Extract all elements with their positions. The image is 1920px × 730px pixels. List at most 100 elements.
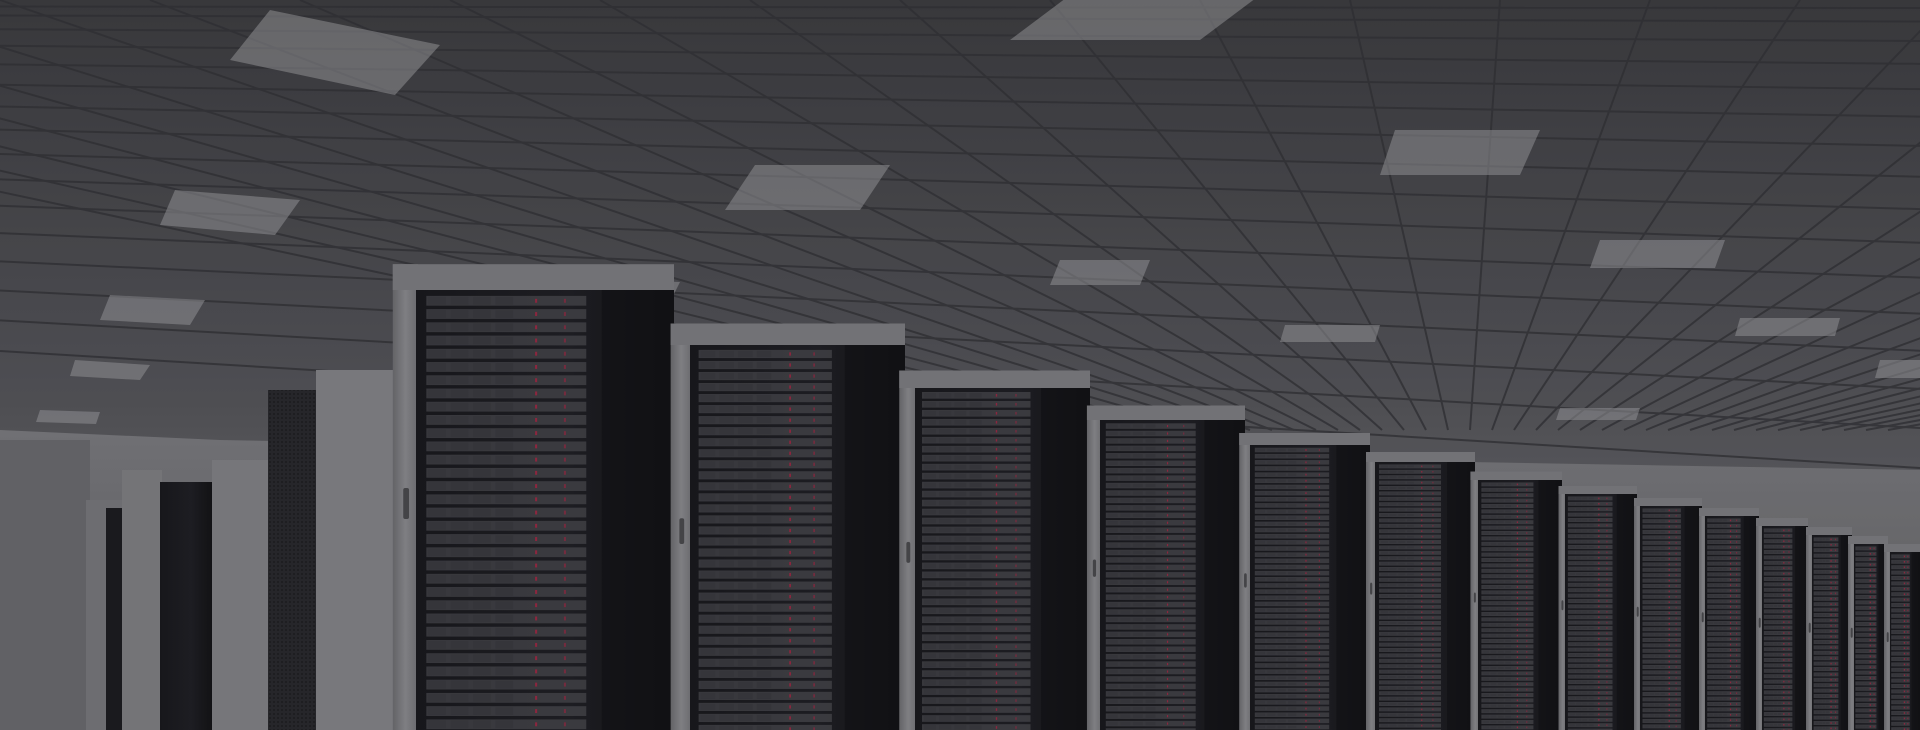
status-led xyxy=(535,563,538,568)
status-led xyxy=(1668,655,1670,657)
drive-bay xyxy=(1773,642,1777,645)
status-led xyxy=(813,561,815,566)
drive-bay xyxy=(1901,604,1904,606)
drive-bay xyxy=(756,450,772,457)
server-unit xyxy=(1891,716,1910,721)
status-led xyxy=(535,338,538,343)
drive-bay xyxy=(1483,586,1490,588)
drive-bay xyxy=(428,296,446,305)
status-led xyxy=(1015,672,1017,675)
drive-bay xyxy=(1490,629,1497,632)
drive-bay xyxy=(1569,508,1575,511)
drive-bay xyxy=(1582,632,1588,635)
status-led xyxy=(995,672,998,675)
drive-bay xyxy=(1765,626,1769,629)
drive-bay xyxy=(1723,686,1727,689)
drive-bay xyxy=(1277,448,1286,452)
drive-bay xyxy=(1490,494,1497,497)
status-led xyxy=(1305,473,1307,476)
server-unit xyxy=(1891,711,1910,715)
status-led xyxy=(813,451,815,455)
drive-bay xyxy=(1277,528,1286,532)
drive-bay xyxy=(1107,714,1118,718)
drive-bay xyxy=(1777,605,1781,607)
drive-bay xyxy=(1277,676,1286,680)
status-led xyxy=(1421,503,1423,505)
drive-bay xyxy=(1120,543,1131,547)
status-led xyxy=(1788,702,1790,704)
drive-bay xyxy=(450,654,469,663)
drive-bay xyxy=(1576,616,1582,619)
status-led xyxy=(1516,699,1518,702)
status-led xyxy=(563,404,566,409)
drive-bay xyxy=(1381,589,1388,592)
drive-bay xyxy=(1895,695,1898,698)
drive-bay xyxy=(756,538,772,545)
drive-bay xyxy=(1490,548,1497,551)
status-led xyxy=(1516,591,1518,594)
drive-bay xyxy=(939,446,952,452)
drive-bay xyxy=(1773,637,1777,640)
status-led xyxy=(995,726,998,729)
drive-bay xyxy=(1145,550,1156,555)
drive-bay xyxy=(473,535,491,543)
status-led xyxy=(1675,644,1677,647)
drive-bay xyxy=(1505,521,1511,524)
status-led xyxy=(1598,530,1600,532)
drive-bay xyxy=(1120,476,1131,480)
drive-bay xyxy=(1588,524,1594,527)
status-led xyxy=(1183,581,1185,584)
status-led xyxy=(1834,657,1837,659)
status-led xyxy=(789,683,791,687)
status-led xyxy=(1526,505,1528,507)
drive-bay xyxy=(1826,619,1829,622)
drive-bay xyxy=(1288,658,1297,661)
drive-bay xyxy=(1826,705,1829,708)
rack-top-cap xyxy=(1884,544,1920,552)
drive-bay xyxy=(1644,612,1649,614)
status-led xyxy=(535,298,538,303)
drive-bay xyxy=(1398,632,1406,635)
drive-bay xyxy=(1288,461,1297,464)
drive-bay xyxy=(1145,662,1156,666)
drive-bay xyxy=(1145,692,1156,696)
status-led xyxy=(995,537,998,541)
status-led xyxy=(1606,697,1608,699)
drive-bay xyxy=(1777,588,1781,591)
drive-bay xyxy=(924,698,936,703)
drive-bay xyxy=(1381,497,1388,500)
status-led xyxy=(1421,676,1423,678)
drive-bay xyxy=(1857,639,1860,642)
drive-bay xyxy=(1655,703,1660,706)
drive-bay xyxy=(1132,483,1143,488)
status-led xyxy=(1735,719,1738,721)
drive-bay xyxy=(1381,584,1388,587)
drive-bay xyxy=(495,296,514,305)
status-led xyxy=(1318,553,1320,556)
status-led xyxy=(1318,658,1320,661)
status-led xyxy=(1166,491,1169,495)
drive-bay xyxy=(1709,676,1713,678)
rack-top-cap xyxy=(1470,471,1562,480)
drive-bay xyxy=(1895,566,1898,569)
drive-bay xyxy=(1389,584,1397,587)
drive-bay xyxy=(1407,703,1414,705)
drive-bay xyxy=(756,659,772,666)
status-led xyxy=(1516,672,1518,675)
drive-bay xyxy=(1866,671,1869,674)
drive-bay xyxy=(1709,719,1713,722)
drive-bay xyxy=(756,350,772,358)
drive-bay xyxy=(1389,535,1397,538)
drive-bay xyxy=(954,410,967,416)
drive-bay xyxy=(1866,601,1869,604)
status-led xyxy=(1606,524,1608,527)
status-led xyxy=(1183,432,1185,435)
ceiling-light-panel xyxy=(725,165,890,210)
drive-bay xyxy=(1389,676,1397,678)
status-led xyxy=(1432,573,1434,576)
drive-bay xyxy=(1588,589,1594,592)
status-led xyxy=(1873,698,1875,701)
drive-bay xyxy=(969,473,982,479)
status-led xyxy=(1516,516,1518,518)
drive-bay xyxy=(1822,646,1826,649)
